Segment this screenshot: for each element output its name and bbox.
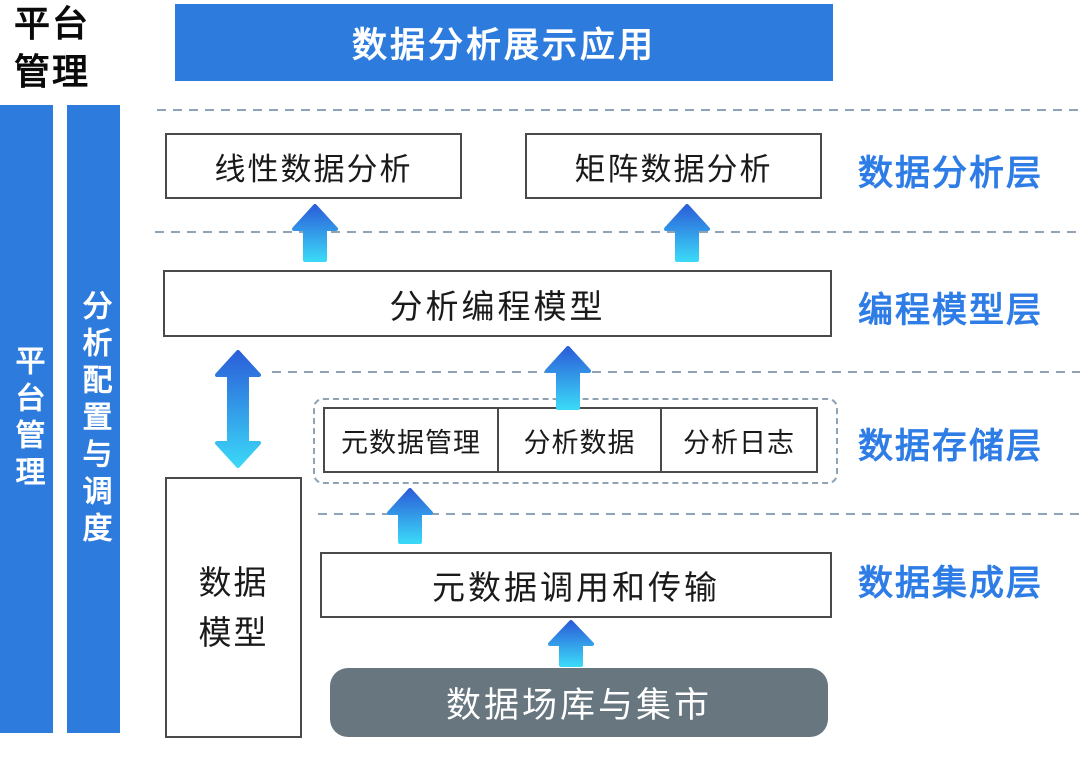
box-data-warehouse-mart: 数据场库与集市 bbox=[330, 668, 828, 737]
box-matrix-data-analysis: 矩阵数据分析 bbox=[525, 133, 822, 199]
storage-layer-row: 元数据管理 分析数据 分析日志 bbox=[323, 407, 818, 473]
label-programming-model-layer-text: 编程模型层 bbox=[858, 290, 1044, 330]
up-arrow-icon bbox=[664, 204, 710, 262]
box-metadata-call-transfer-label: 元数据调用和传输 bbox=[432, 569, 720, 606]
up-arrow-icon bbox=[548, 620, 594, 667]
layer-divider-3 bbox=[272, 371, 1080, 373]
up-arrow-icon bbox=[292, 204, 338, 262]
sidebar-platform-management: 平台管理 bbox=[0, 105, 53, 733]
banner-data-analysis-display-app: 数据分析展示应用 bbox=[175, 4, 833, 81]
sidebar-analysis-config-scheduling-label: 分析配置与调度 bbox=[77, 289, 111, 549]
label-data-integration-layer: 数据集成层 bbox=[858, 558, 1073, 603]
cell-analysis-data: 分析数据 bbox=[499, 407, 662, 473]
banner-label: 数据分析展示应用 bbox=[351, 26, 656, 65]
box-data-warehouse-mart-label: 数据场库与集市 bbox=[445, 686, 712, 725]
box-analysis-programming-model-label: 分析编程模型 bbox=[389, 287, 606, 325]
platform-management-heading: 平台 管理 bbox=[14, 3, 91, 92]
layer-divider-1 bbox=[157, 109, 1080, 111]
layer-divider-4 bbox=[318, 513, 1080, 515]
double-vertical-arrow-icon bbox=[215, 350, 261, 468]
up-arrow-icon bbox=[387, 488, 433, 544]
box-linear-data-analysis: 线性数据分析 bbox=[165, 133, 462, 199]
sidebar-platform-management-label: 平台管理 bbox=[10, 345, 44, 493]
label-data-integration-layer-text: 数据集成层 bbox=[858, 563, 1044, 603]
up-arrow-icon bbox=[545, 346, 591, 410]
label-data-analysis-layer: 数据分析层 bbox=[858, 148, 1073, 193]
cell-metadata-management-label: 元数据管理 bbox=[341, 427, 481, 458]
box-analysis-programming-model: 分析编程模型 bbox=[163, 270, 832, 337]
layer-divider-2 bbox=[155, 231, 1080, 233]
cell-analysis-data-label: 分析数据 bbox=[523, 427, 636, 458]
cell-analysis-log: 分析日志 bbox=[662, 407, 818, 473]
box-data-model: 数据 模型 bbox=[165, 477, 302, 738]
cell-analysis-log-label: 分析日志 bbox=[683, 427, 795, 458]
cell-metadata-management: 元数据管理 bbox=[323, 407, 499, 473]
label-data-storage-layer-text: 数据存储层 bbox=[858, 426, 1044, 466]
box-matrix-data-analysis-label: 矩阵数据分析 bbox=[574, 151, 773, 187]
box-data-model-label: 数据 模型 bbox=[198, 564, 269, 651]
label-data-storage-layer: 数据存储层 bbox=[858, 421, 1073, 466]
sidebar-analysis-config-scheduling: 分析配置与调度 bbox=[67, 105, 120, 733]
box-linear-data-analysis-label: 线性数据分析 bbox=[214, 151, 413, 187]
label-programming-model-layer: 编程模型层 bbox=[858, 285, 1073, 330]
label-data-analysis-layer-text: 数据分析层 bbox=[858, 153, 1044, 193]
box-metadata-call-transfer: 元数据调用和传输 bbox=[320, 552, 832, 618]
